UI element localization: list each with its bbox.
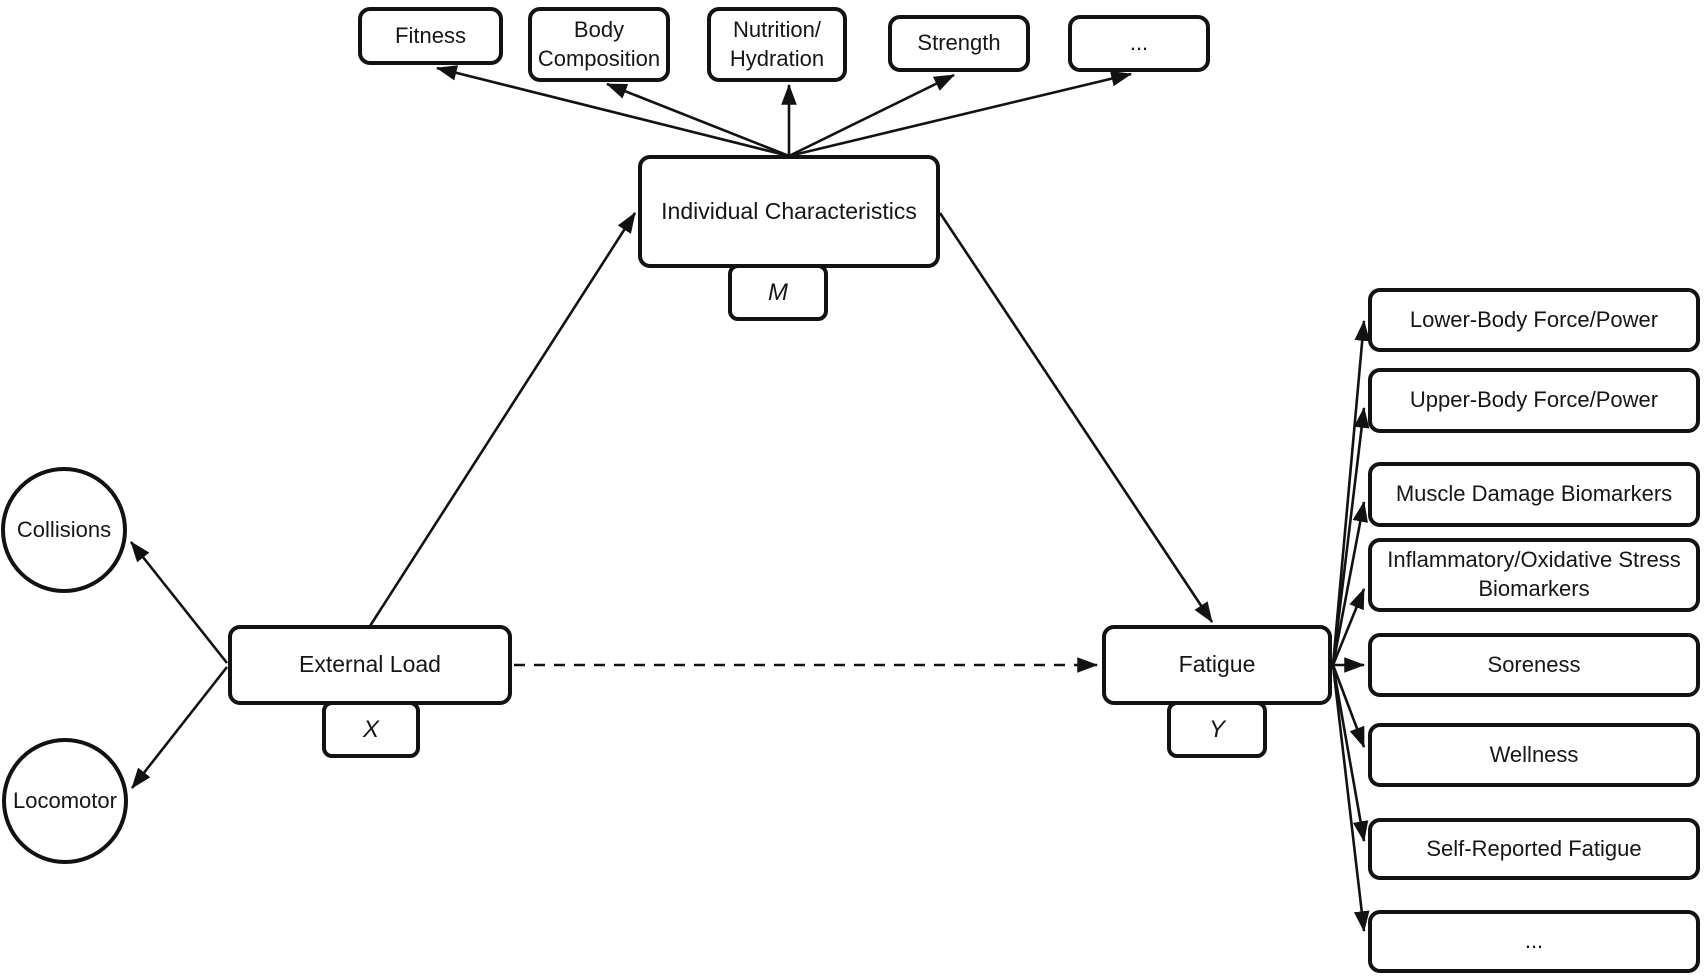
arrow-fatigue-to-more-indicators	[1331, 664, 1370, 933]
arrow-fatigue-to-self-reported	[1331, 664, 1369, 843]
node-fatigue: Fatigue	[1102, 625, 1332, 705]
node-body-composition: Body Composition	[528, 7, 670, 82]
tag-y: Y	[1167, 701, 1267, 758]
arrow-fatigue-to-inflammatory	[1331, 588, 1366, 666]
arrow-fatigue-to-muscle-damage	[1331, 500, 1368, 666]
node-strength: Strength	[888, 15, 1030, 72]
arrow-ic-to-fitness	[435, 65, 790, 158]
node-locomotor: Locomotor	[2, 738, 128, 864]
arrow-external-load-to-ic	[368, 212, 637, 627]
node-upper-body-force-power: Upper-Body Force/Power	[1368, 368, 1700, 433]
node-external-load: External Load	[228, 625, 512, 705]
node-fitness: Fitness	[358, 7, 503, 65]
node-lower-body-force-power: Lower-Body Force/Power	[1368, 288, 1700, 352]
arrow-fatigue-to-upper-body	[1331, 406, 1370, 666]
arrow-fatigue-to-wellness	[1331, 664, 1366, 748]
node-muscle-damage-biomarkers: Muscle Damage Biomarkers	[1368, 462, 1700, 527]
arrow-ic-to-more-characteristics	[788, 71, 1133, 158]
arrow-ic-to-strength	[788, 73, 955, 158]
arrow-ic-to-body-composition	[606, 82, 790, 158]
node-self-reported-fatigue: Self-Reported Fatigue	[1368, 818, 1700, 880]
arrow-fatigue-to-lower-body	[1331, 319, 1370, 666]
arrow-external-load-to-collisions	[129, 541, 229, 664]
node-more-characteristics: ...	[1068, 15, 1210, 72]
node-individual-characteristics: Individual Characteristics	[638, 155, 940, 268]
node-wellness: Wellness	[1368, 723, 1700, 787]
node-soreness: Soreness	[1368, 633, 1700, 697]
tag-x: X	[322, 701, 420, 758]
node-inflammatory-oxidative-stress-biomarkers: Inflammatory/Oxidative Stress Biomarkers	[1368, 538, 1700, 612]
node-collisions: Collisions	[1, 467, 127, 593]
arrow-external-load-to-locomotor	[130, 666, 229, 789]
node-nutrition-hydration: Nutrition/ Hydration	[707, 7, 847, 82]
node-more-fatigue-indicators: ...	[1368, 910, 1700, 973]
tag-m: M	[728, 264, 828, 321]
arrow-ic-to-fatigue	[938, 212, 1214, 623]
